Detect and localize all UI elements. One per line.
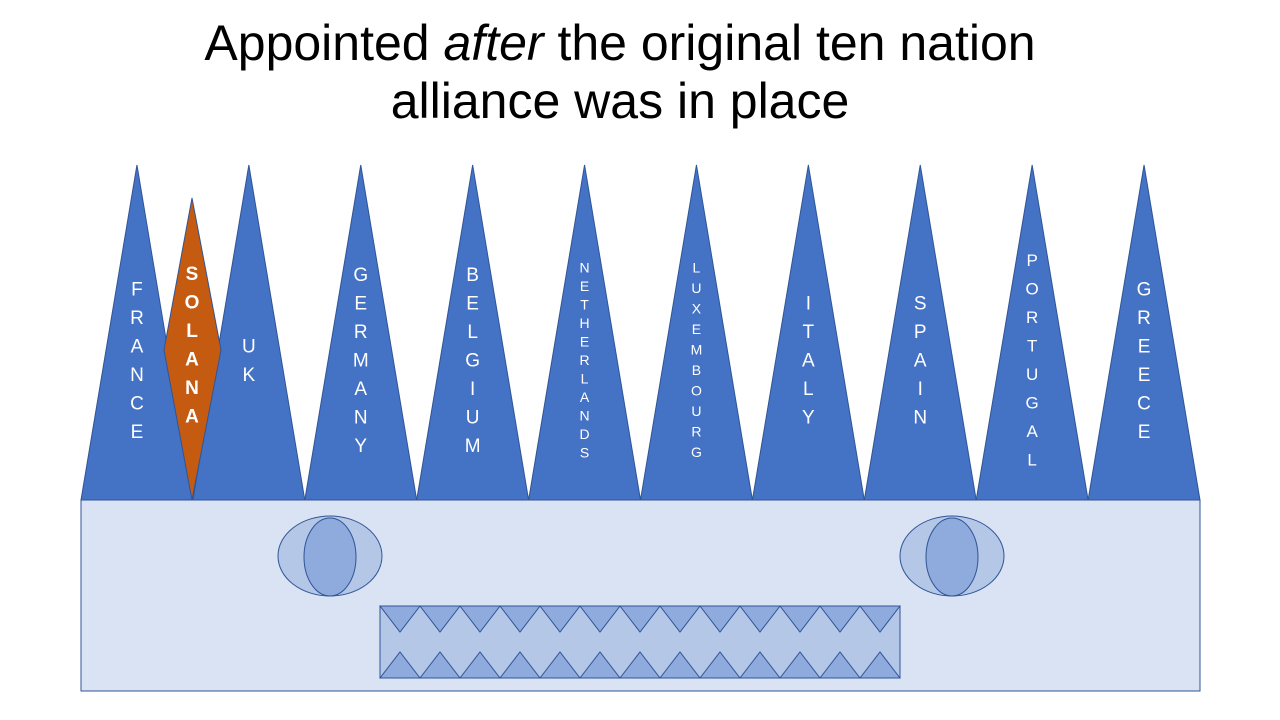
upper-tooth: [818, 605, 862, 633]
upper-tooth: [618, 605, 662, 633]
lower-tooth: [498, 651, 542, 679]
lower-tooth: [538, 651, 582, 679]
horn-shape: [1087, 164, 1201, 501]
lower-tooth: [378, 651, 422, 679]
upper-tooth: [778, 605, 822, 633]
lower-tooth: [778, 651, 822, 679]
upper-tooth: [418, 605, 462, 633]
upper-tooth: [858, 605, 902, 633]
upper-tooth: [578, 605, 622, 633]
right-eye: [899, 515, 1005, 597]
title-emphasis: after: [443, 15, 544, 71]
left-eye-pupil: [303, 517, 357, 597]
right-eye-pupil: [925, 517, 979, 597]
lower-tooth: [698, 651, 742, 679]
upper-tooth: [658, 605, 702, 633]
upper-tooth: [738, 605, 782, 633]
slide-title: Appointed after the original ten nation …: [0, 14, 1240, 130]
lower-tooth: [618, 651, 662, 679]
lower-tooth: [418, 651, 462, 679]
title-line-2: alliance was in place: [390, 73, 850, 129]
lower-tooth: [578, 651, 622, 679]
upper-tooth: [538, 605, 582, 633]
upper-tooth: [378, 605, 422, 633]
lower-tooth: [858, 651, 902, 679]
teeth-group: [378, 605, 902, 679]
title-text-after: the original ten nation: [543, 15, 1036, 71]
lower-tooth: [738, 651, 782, 679]
upper-tooth: [698, 605, 742, 633]
lower-tooth: [458, 651, 502, 679]
left-eye: [277, 515, 383, 597]
lower-tooth: [818, 651, 862, 679]
lower-tooth: [658, 651, 702, 679]
title-text-before: Appointed: [204, 15, 444, 71]
title-line-1: Appointed after the original ten nation: [0, 14, 1240, 72]
upper-tooth: [458, 605, 502, 633]
upper-tooth: [498, 605, 542, 633]
